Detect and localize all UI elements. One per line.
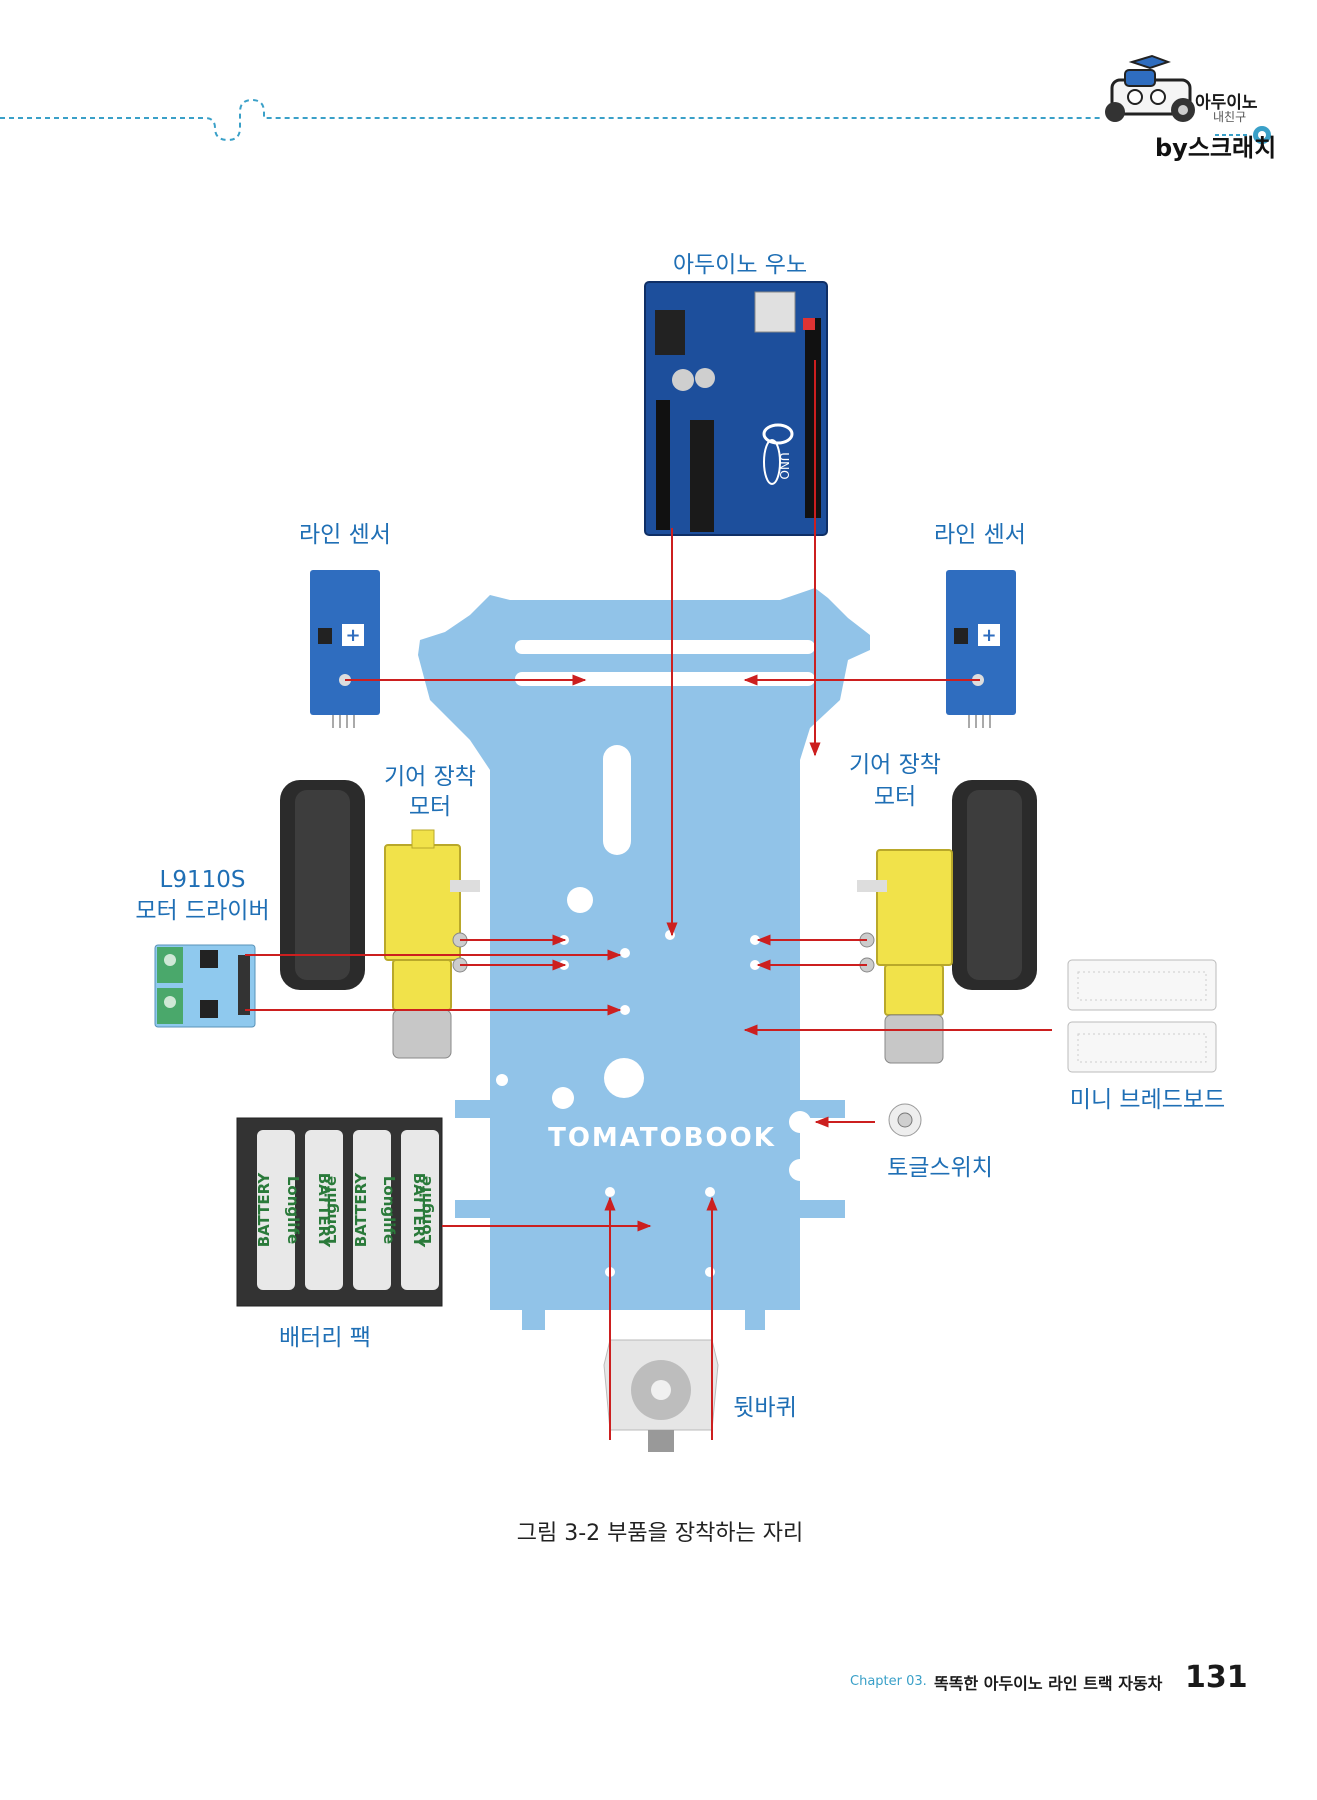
label-driver-name: 모터 드라이버 xyxy=(135,898,270,924)
page-number: 131 xyxy=(1185,1660,1248,1695)
battery-label-2: Longlife xyxy=(284,1176,302,1244)
label-gear-motor-left-2: 모터 xyxy=(408,794,452,820)
label-gear-motor-right-2: 모터 xyxy=(873,784,917,810)
label-gear-motor-right-1: 기어 장착 xyxy=(849,752,941,778)
chassis-plate xyxy=(418,588,870,1330)
battery-label-6: Longlife xyxy=(380,1176,398,1244)
connection-arrows xyxy=(245,360,1052,1440)
footer-chapter: Chapter 03. xyxy=(850,1674,927,1689)
series-brand: 아두이노 내친구 by스크래치 xyxy=(1155,88,1310,162)
header-decoration xyxy=(0,54,1271,144)
figure-caption: 그림 3-2 부품을 장착하는 자리 xyxy=(516,1521,804,1546)
battery-label-8: Longlife xyxy=(417,1176,435,1244)
line-sensor-left: + xyxy=(310,570,380,728)
motor-driver-board xyxy=(154,944,256,1028)
battery-label-4: Longlife xyxy=(322,1176,340,1244)
battery-label-1: BATTERY xyxy=(255,1172,273,1248)
label-driver-model: L9110S xyxy=(159,867,246,893)
battery-pack: BATTERY Longlife BATTERY Longlife BATTER… xyxy=(236,1117,443,1307)
label-rear-wheel: 뒷바퀴 xyxy=(733,1395,797,1421)
robot-car-logo xyxy=(1105,54,1195,122)
footer-title: 똑똑한 아두이노 라인 트랙 자동차 xyxy=(934,1674,1163,1693)
label-line-sensor-left: 라인 센서 xyxy=(299,522,391,548)
header-dashed-line xyxy=(0,98,1100,142)
plate-brand-text: TOMATOBOOK xyxy=(548,1123,776,1153)
toggle-switch xyxy=(888,1103,922,1137)
assembly-diagram: TOMATOBOOK UNO + + xyxy=(154,281,1217,1452)
label-arduino-uno: 아두이노 우노 xyxy=(672,252,808,278)
label-toggle-switch: 토글스위치 xyxy=(887,1155,993,1181)
battery-label-3: BATTERY xyxy=(315,1173,333,1249)
svg-text:+: + xyxy=(345,625,360,646)
gear-motor-left xyxy=(280,780,480,1059)
label-battery-pack: 배터리 팩 xyxy=(279,1325,371,1351)
line-sensor-right: + xyxy=(946,570,1016,728)
brand-line3: by스크래치 xyxy=(1155,134,1277,162)
arduino-uno-board: UNO xyxy=(644,281,828,536)
label-breadboard: 미니 브레드보드 xyxy=(1069,1087,1226,1113)
label-line-sensor-right: 라인 센서 xyxy=(934,522,1026,548)
gear-icon xyxy=(1253,126,1271,144)
brand-line2: 내친구 xyxy=(1213,110,1247,124)
mini-breadboard xyxy=(1067,959,1217,1073)
svg-text:+: + xyxy=(981,625,996,646)
label-gear-motor-left-1: 기어 장착 xyxy=(384,764,476,790)
gear-motor-right xyxy=(857,780,1037,1064)
arduino-uno-text: UNO xyxy=(777,452,791,479)
page-footer: Chapter 03. 똑똑한 아두이노 라인 트랙 자동차 131 xyxy=(850,1660,1248,1700)
battery-label-5: BATTERY xyxy=(352,1172,370,1248)
battery-label-7: BATTERY xyxy=(410,1173,428,1249)
brand-line1: 아두이노 xyxy=(1195,93,1258,113)
rear-caster-wheel xyxy=(603,1339,719,1452)
